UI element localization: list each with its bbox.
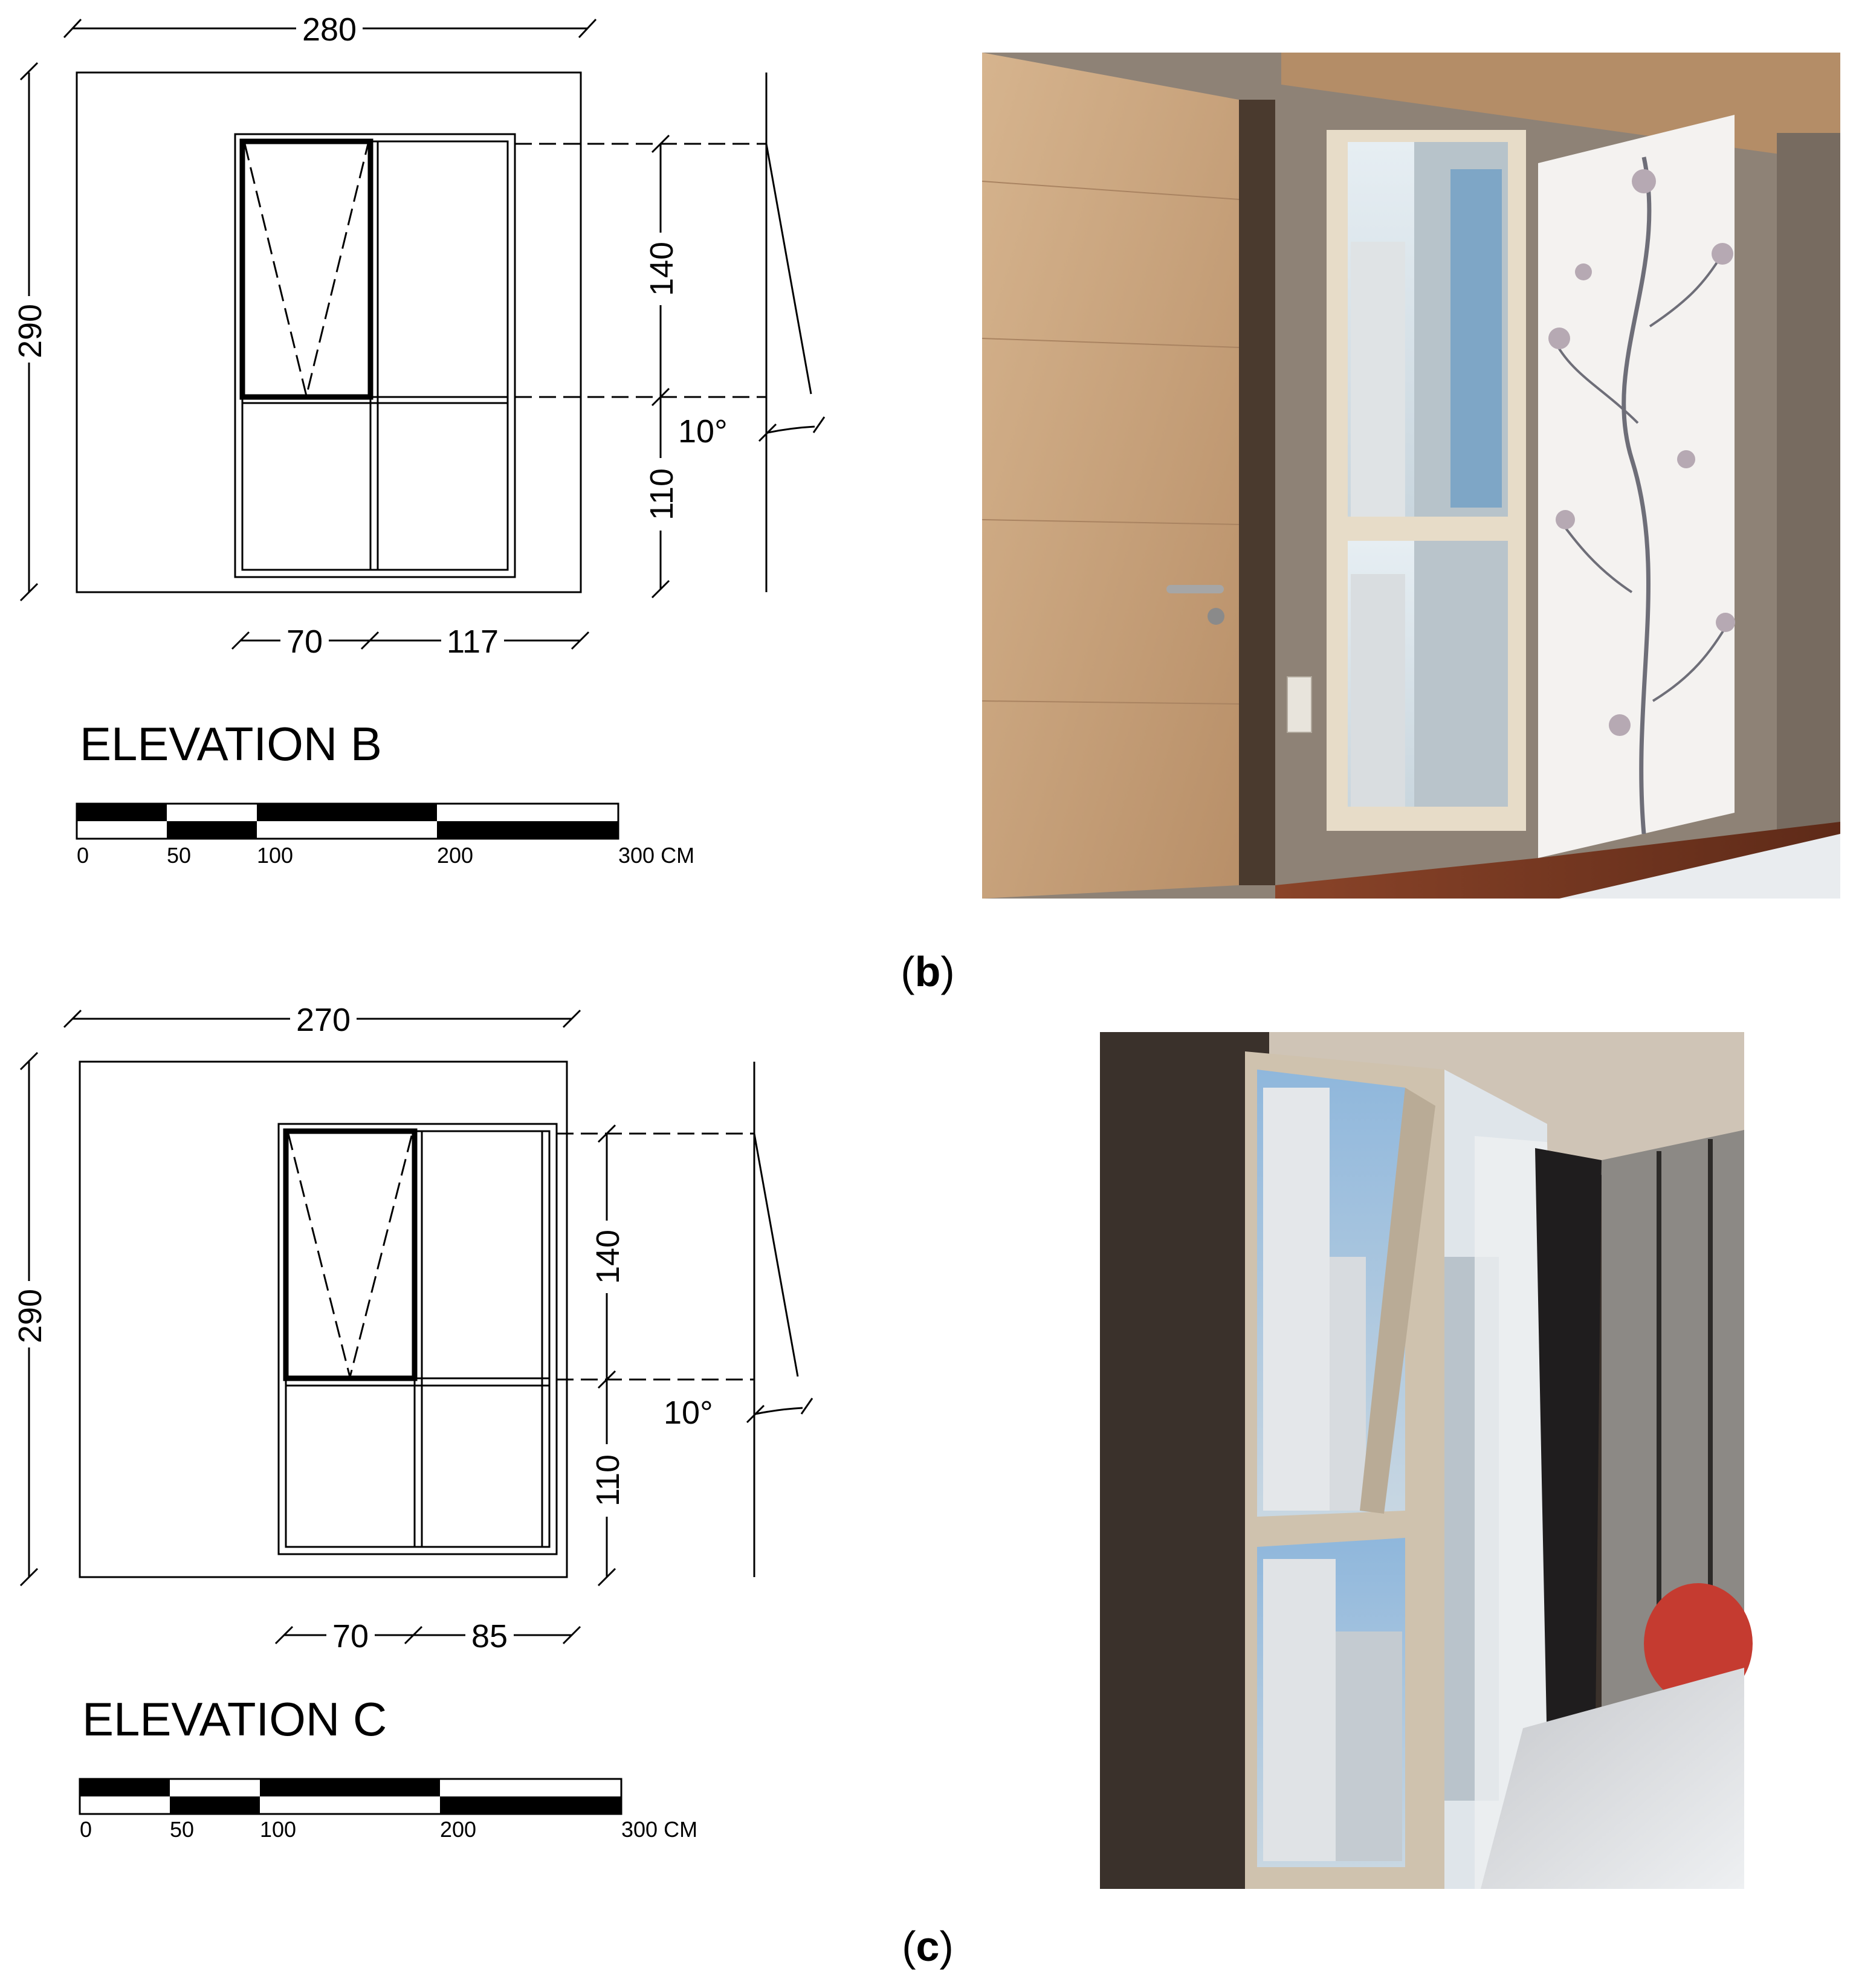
- left-pane-width-label: 70: [286, 624, 323, 660]
- blackout-curtain: [1535, 1148, 1602, 1752]
- wall-outline: [79, 1060, 568, 1578]
- caption-paren: ): [940, 948, 954, 995]
- scale-tick-label: 50: [170, 1817, 194, 1842]
- dimension-tick: [19, 62, 39, 81]
- elevation-title: ELEVATION C: [82, 1693, 387, 1746]
- elevation-b-labels: 280 290 140 110 10° 70 117 ELEVATION B: [12, 11, 728, 770]
- caption-b: (b): [901, 948, 954, 995]
- opening-swing-indicator: [244, 143, 369, 396]
- opening-swing-indicator: [287, 1133, 413, 1378]
- lower-pane-height-label: 110: [644, 468, 680, 520]
- upper-sash-height-label: 140: [590, 1230, 626, 1284]
- photo-c: [1100, 1032, 1753, 1889]
- awning-sash: [283, 1128, 418, 1381]
- right-pane-width-label: 85: [471, 1618, 508, 1654]
- elevation-c-drawing: [13, 1003, 813, 1651]
- dimension-tick: [63, 18, 82, 39]
- scale-tick-label: 0: [77, 843, 89, 868]
- angle-label: 10°: [664, 1395, 713, 1431]
- scale-tick-label: 300 CM: [618, 843, 694, 868]
- width-dimension-label: 270: [296, 1002, 351, 1038]
- scale-tick-label: 200: [437, 843, 473, 868]
- height-dimension-label: 290: [12, 304, 48, 358]
- dimension-tick: [578, 18, 597, 39]
- caption-letter: c: [916, 1923, 940, 1970]
- width-dimension-label: 280: [302, 11, 357, 48]
- scale-tick-label: 50: [167, 843, 191, 868]
- dimension-tick: [19, 583, 39, 602]
- caption-paren: (: [901, 948, 914, 995]
- bed: [1481, 1668, 1744, 1889]
- door: [982, 53, 1239, 899]
- scale-tick-label: 0: [80, 1817, 92, 1842]
- lower-pane-height-label: 110: [590, 1454, 626, 1506]
- window-outer-frame: [234, 133, 516, 578]
- window-outer-frame: [277, 1123, 558, 1555]
- svg-text:(b): (b): [901, 948, 954, 995]
- scale-tick-label: 100: [260, 1817, 296, 1842]
- wall-outline: [76, 71, 582, 593]
- caption-paren: ): [939, 1923, 953, 1970]
- scale-tick-label: 200: [440, 1817, 476, 1842]
- elevation-b-drawing: [13, 13, 826, 656]
- upper-sash-height-label: 140: [644, 242, 680, 296]
- elevation-b-scale-bar: 0 50 100 200 300 CM: [76, 802, 694, 868]
- scale-tick-label: 300 CM: [621, 1817, 697, 1842]
- floral-wall-panel: [1538, 115, 1735, 858]
- window-inner-frame: [285, 1130, 551, 1548]
- height-dimension-label: 290: [12, 1289, 48, 1343]
- left-pane-width-label: 70: [332, 1618, 369, 1654]
- elevation-title: ELEVATION B: [80, 717, 382, 770]
- caption-paren: (: [902, 1923, 916, 1970]
- caption-letter: b: [915, 948, 941, 995]
- door-handle: [1166, 585, 1224, 593]
- angle-label: 10°: [678, 413, 728, 450]
- awning-sash: [239, 138, 373, 400]
- caption-c: (c): [902, 1923, 954, 1970]
- elevation-c-scale-bar: 0 50 100 200 300 CM: [79, 1778, 697, 1842]
- photo-b: [981, 53, 1840, 899]
- open-sash-section: [765, 143, 812, 395]
- elevation-c-labels: 270 290 140 110 10° 70 85 ELEVATION C: [12, 1002, 713, 1746]
- right-pane-width-label: 117: [447, 624, 499, 660]
- window-inner-frame: [241, 140, 509, 571]
- scale-tick-label: 100: [257, 843, 293, 868]
- svg-text:(c): (c): [902, 1923, 954, 1970]
